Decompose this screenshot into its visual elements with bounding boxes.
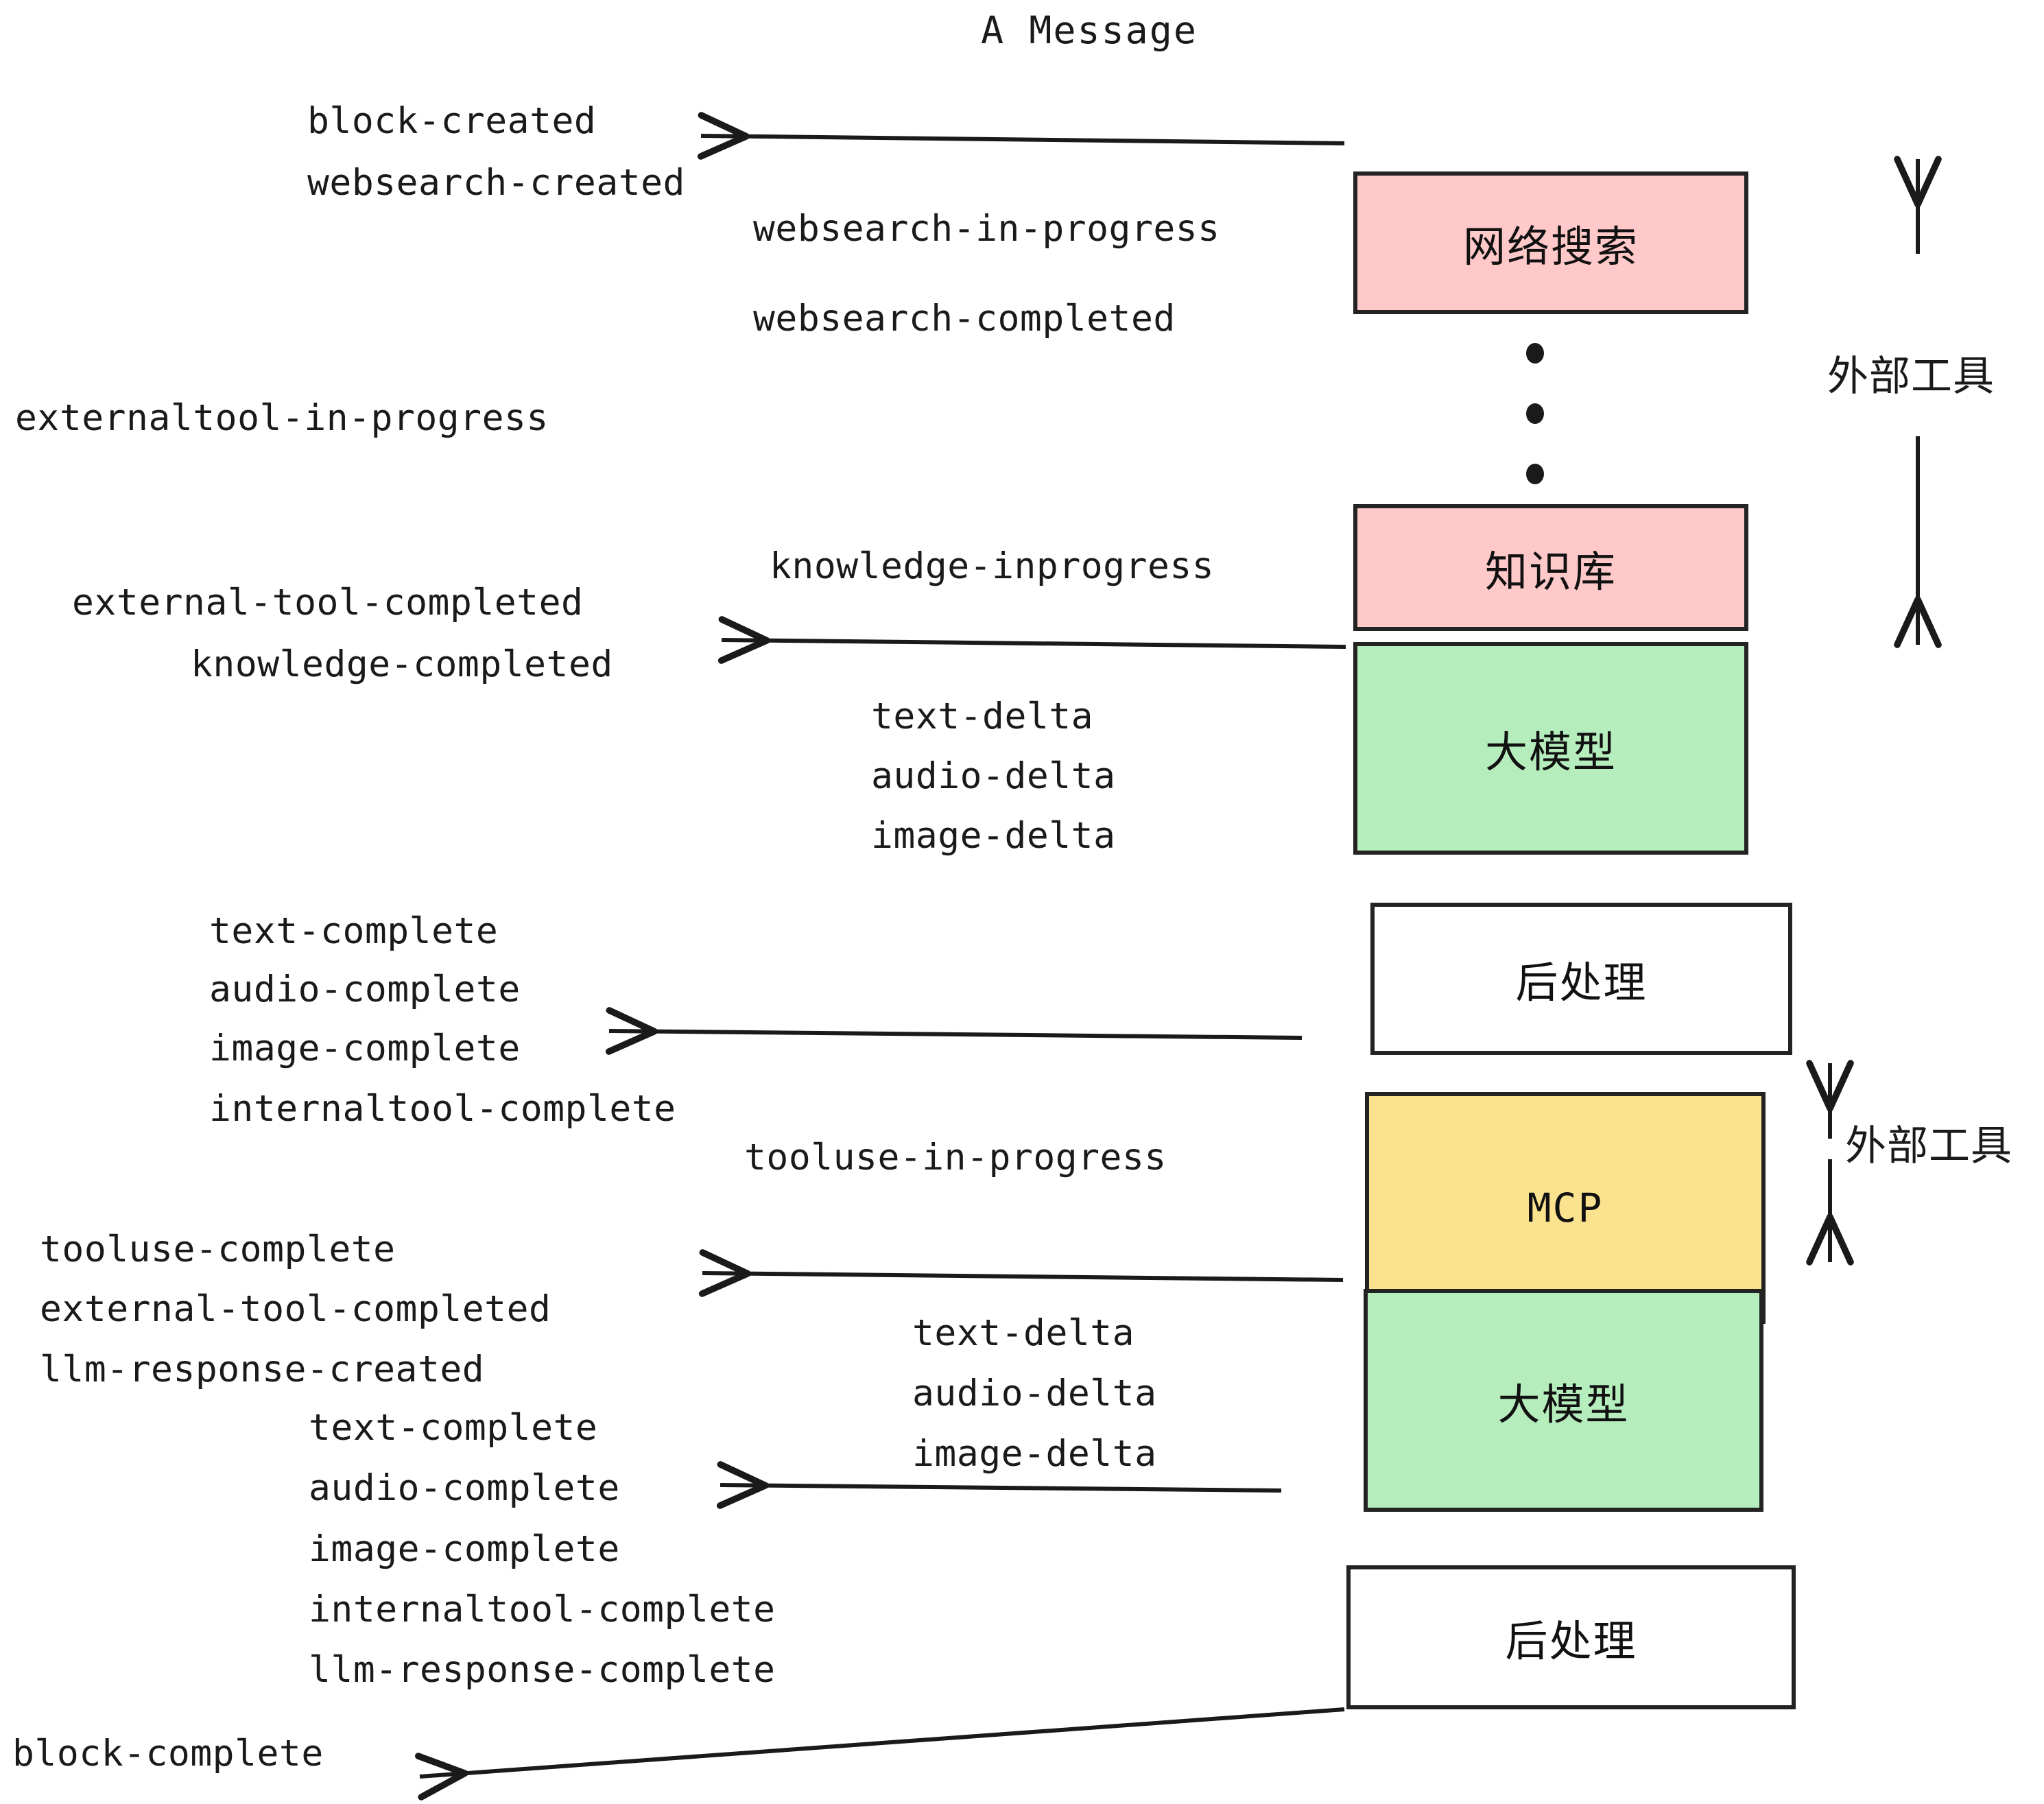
event-audio-complete-1: audio-complete — [209, 969, 521, 1010]
event-image-complete-1: image-complete — [209, 1028, 521, 1069]
box-postprocess-top-label: 后处理 — [1515, 958, 1648, 1008]
box-websearch-label: 网络搜索 — [1462, 222, 1639, 272]
arrow-websearch-to-blockcreated — [697, 112, 1345, 160]
box-postprocess-bottom-label: 后处理 — [1505, 1616, 1637, 1666]
box-llm-top-label: 大模型 — [1484, 727, 1617, 777]
side-label-external-tools-upper: 外部工具 — [1827, 353, 1995, 401]
box-llm-bottom — [1364, 1289, 1763, 1512]
event-image-delta-1: image-delta — [871, 815, 1116, 857]
event-external-tool-completed-1: external-tool-completed — [72, 582, 584, 624]
event-image-complete-2: image-complete — [309, 1528, 620, 1570]
event-knowledge-inprogress: knowledge-inprogress — [770, 545, 1215, 587]
box-mcp: MCP — [1365, 1092, 1766, 1324]
event-internaltool-complete-2: internaltool-complete — [309, 1589, 776, 1630]
event-text-complete-1: text-complete — [209, 910, 499, 952]
box-knowledge: 知识库 — [1353, 504, 1748, 631]
arrow-llm-to-audiocomplete — [716, 1461, 1282, 1509]
side-label-external-tools-lower: 外部工具 — [1845, 1122, 2012, 1170]
event-block-complete: block-complete — [12, 1733, 324, 1775]
event-llm-response-created: llm-response-created — [40, 1349, 485, 1390]
event-websearch-completed: websearch-completed — [753, 298, 1176, 340]
event-audio-delta-1: audio-delta — [871, 755, 1116, 797]
arrow-mcp-to-toolusecomplete — [698, 1249, 1344, 1297]
arrow-mcp-to-imagecomplete — [605, 1007, 1303, 1055]
vertical-ellipsis — [1526, 343, 1544, 508]
box-postprocess-bottom: 后处理 — [1346, 1565, 1796, 1709]
box-mcp-label: MCP — [1527, 1185, 1604, 1231]
box-llm-bottom-label: 大模型 — [1497, 1379, 1630, 1429]
event-text-delta-1: text-delta — [871, 696, 1094, 737]
box-websearch: 网络搜索 — [1353, 171, 1748, 314]
event-image-delta-2: image-delta — [912, 1433, 1157, 1475]
event-knowledge-completed: knowledge-completed — [191, 643, 613, 685]
box-knowledge-label: 知识库 — [1484, 546, 1617, 597]
event-internaltool-complete-1: internaltool-complete — [209, 1088, 676, 1130]
page-title: A Message — [981, 8, 1198, 52]
event-block-created: block-created — [307, 100, 597, 142]
event-text-delta-2: text-delta — [912, 1312, 1135, 1354]
event-tooluse-complete: tooluse-complete — [40, 1229, 396, 1270]
event-websearch-created: websearch-created — [307, 162, 685, 204]
event-text-complete-2: text-complete — [309, 1407, 598, 1449]
event-external-tool-completed-2: external-tool-completed — [40, 1288, 551, 1330]
event-websearch-in-progress: websearch-in-progress — [753, 208, 1220, 250]
box-llm-top: 大模型 — [1353, 642, 1748, 855]
event-llm-response-complete: llm-response-complete — [309, 1649, 776, 1691]
arrow-postprocess-to-blockcomplete — [415, 1707, 1345, 1801]
event-tooluse-in-progress: tooluse-in-progress — [744, 1137, 1167, 1178]
box-llm-bottom-labelwrap: 大模型 — [1364, 1289, 1763, 1512]
event-audio-complete-2: audio-complete — [309, 1467, 620, 1509]
arrow-knowledge-to-knowledgecompleted — [717, 616, 1346, 664]
event-externaltool-in-progress: externaltool-in-progress — [15, 397, 549, 439]
event-audio-delta-2: audio-delta — [912, 1373, 1157, 1414]
box-postprocess-top: 后处理 — [1370, 903, 1792, 1055]
